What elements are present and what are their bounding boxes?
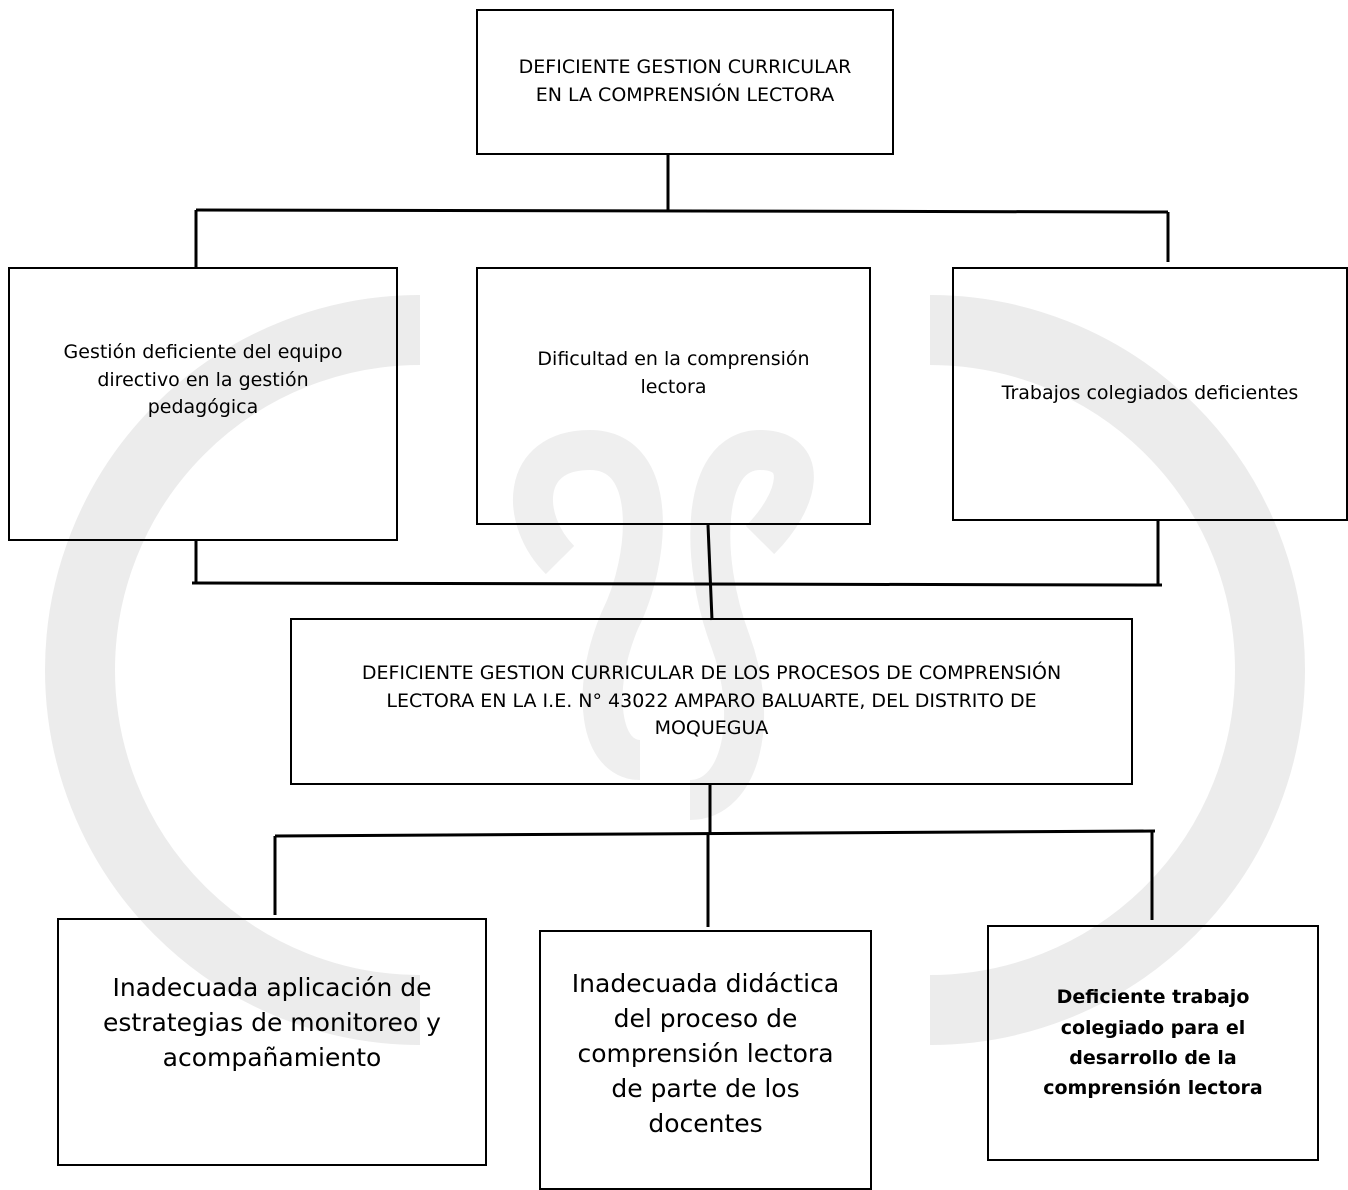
cause-box-2: Dificultad en la comprensión lectora — [476, 267, 871, 525]
cause-label-1: Gestión deficiente del equipo directivo … — [63, 341, 343, 419]
cause-label-2: Dificultad en la comprensión lectora — [537, 348, 810, 398]
effect-box-1: Inadecuada aplicación de estrategias de … — [57, 918, 487, 1166]
effect-label-3: Deficiente trabajo colegiado para el des… — [1043, 986, 1263, 1100]
central-problem-label: DEFICIENTE GESTION CURRICULAR DE LOS PRO… — [361, 662, 1062, 740]
root-problem-label: DEFICIENTE GESTION CURRICULAR EN LA COMP… — [518, 56, 852, 106]
cause-label-3: Trabajos colegiados deficientes — [1001, 382, 1299, 405]
effect-box-2: Inadecuada didáctica del proceso de comp… — [539, 930, 872, 1190]
central-problem-box: DEFICIENTE GESTION CURRICULAR DE LOS PRO… — [290, 618, 1133, 785]
cause-box-1: Gestión deficiente del equipo directivo … — [8, 267, 398, 541]
effect-box-3: Deficiente trabajo colegiado para el des… — [987, 925, 1319, 1161]
cause-box-3: Trabajos colegiados deficientes — [952, 267, 1348, 521]
root-problem-box: DEFICIENTE GESTION CURRICULAR EN LA COMP… — [476, 9, 894, 155]
effect-label-1: Inadecuada aplicación de estrategias de … — [103, 973, 441, 1072]
effect-label-2: Inadecuada didáctica del proceso de comp… — [571, 969, 840, 1138]
